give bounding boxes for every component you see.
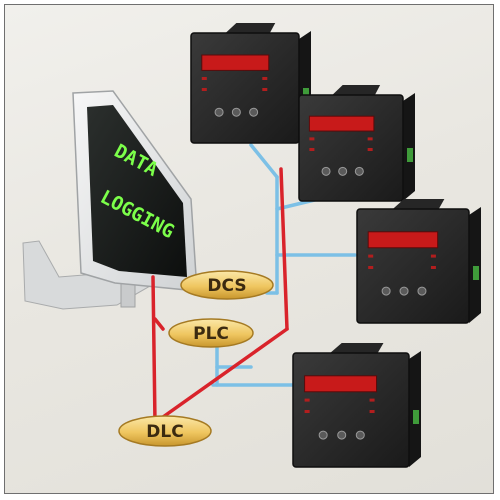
badge-plc: PLC bbox=[168, 318, 254, 348]
meter-2-clip bbox=[330, 85, 381, 97]
meter-1-display bbox=[201, 54, 270, 71]
meter-3-button-3 bbox=[417, 286, 427, 296]
meter-2-led-right-2 bbox=[367, 148, 373, 151]
diagram-frame: DATA LOGGING DCS PLC DLC bbox=[4, 4, 494, 494]
badge-plc-shape bbox=[168, 318, 254, 348]
meter-3-button-1 bbox=[381, 286, 391, 296]
meter-1-face bbox=[190, 32, 300, 144]
meter-4-side bbox=[409, 351, 421, 467]
meter-4 bbox=[292, 343, 421, 468]
meter-1-led-left-2 bbox=[201, 88, 207, 91]
meter-1-clip bbox=[223, 23, 276, 35]
meter-3-led-right-1 bbox=[430, 254, 436, 258]
badge-dlc-label: DLC bbox=[146, 422, 183, 442]
meter-2-side bbox=[403, 93, 415, 201]
meter-4-led-right-1 bbox=[369, 398, 375, 402]
meter-1 bbox=[190, 23, 311, 144]
meter-4-led-left-1 bbox=[304, 398, 310, 402]
monitor-screen bbox=[87, 105, 187, 277]
meter-2-led-left-2 bbox=[309, 148, 315, 151]
meter-3-face bbox=[356, 208, 470, 324]
meter-1-led-right-1 bbox=[262, 77, 268, 80]
meter-4-button-3 bbox=[355, 430, 365, 440]
meter-2-display bbox=[308, 115, 375, 132]
network-diagram: DATA LOGGING DCS PLC DLC bbox=[22, 23, 481, 468]
meter-3 bbox=[356, 199, 481, 324]
badge-dcs-label: DCS bbox=[207, 276, 246, 296]
meter-2-terminal bbox=[407, 148, 413, 162]
meter-2-button-3 bbox=[354, 166, 364, 176]
meter-1-led-left-1 bbox=[201, 77, 207, 80]
red-control-links bbox=[151, 167, 289, 425]
meter-4-display bbox=[304, 375, 378, 393]
meter-2-button-1 bbox=[321, 166, 331, 176]
meter-4-button-2 bbox=[337, 430, 347, 440]
meter-3-led-left-1 bbox=[368, 254, 374, 258]
red-link-vertical bbox=[279, 167, 289, 331]
meter-2-button-2 bbox=[338, 166, 348, 176]
meter-3-led-left-2 bbox=[368, 266, 374, 269]
badge-dlc: DLC bbox=[118, 415, 212, 447]
meter-1-button-2 bbox=[231, 107, 241, 117]
meter-1-button-1 bbox=[214, 107, 224, 117]
meter-2-led-left-1 bbox=[309, 137, 315, 141]
red-link-plc bbox=[153, 317, 165, 331]
meter-4-clip bbox=[327, 343, 384, 355]
meter-1-led-right-2 bbox=[262, 88, 268, 91]
monitor: DATA LOGGING bbox=[22, 90, 198, 310]
blue-link-meter1 bbox=[249, 143, 279, 179]
meter-3-terminal bbox=[473, 266, 479, 280]
meter-2-led-right-1 bbox=[367, 137, 373, 141]
meter-4-terminal bbox=[413, 410, 419, 424]
meter-3-side bbox=[469, 207, 481, 323]
meter-1-button-3 bbox=[249, 107, 259, 117]
badge-dlc-shape bbox=[118, 415, 212, 447]
meter-3-button-2 bbox=[399, 286, 409, 296]
meter-3-display bbox=[367, 231, 439, 249]
meter-2-face bbox=[298, 94, 404, 202]
meter-4-button-1 bbox=[318, 430, 328, 440]
meter-4-led-right-2 bbox=[369, 410, 375, 413]
red-link-monitor-dlc bbox=[151, 275, 157, 425]
meter-3-clip bbox=[390, 199, 445, 211]
badge-dcs: DCS bbox=[180, 270, 274, 300]
badge-plc-label: PLC bbox=[193, 324, 229, 344]
meter-4-led-left-2 bbox=[304, 410, 310, 413]
meter-4-face bbox=[292, 352, 410, 468]
meter-2 bbox=[298, 85, 415, 202]
meters bbox=[190, 23, 481, 468]
red-link-dlc-diagonal bbox=[161, 327, 289, 419]
meter-3-led-right-2 bbox=[430, 266, 436, 269]
badge-dcs-shape bbox=[180, 270, 274, 300]
